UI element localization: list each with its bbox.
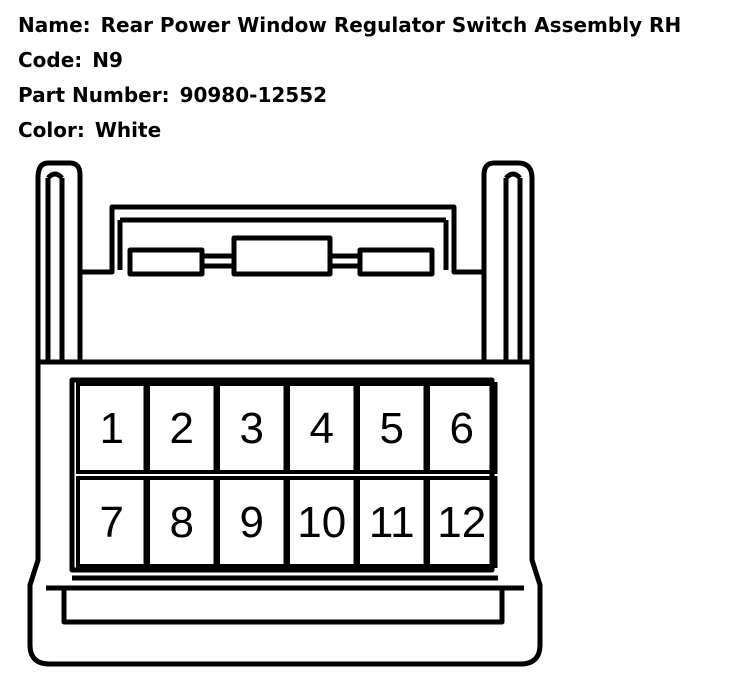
pin-number-1: 1 — [100, 404, 124, 453]
pin-number-2: 2 — [170, 404, 194, 453]
pin-cell-12 — [426, 476, 498, 568]
color-label: Color: — [18, 118, 85, 142]
pin-number-8: 8 — [170, 498, 194, 547]
pin-cell-10 — [286, 476, 358, 568]
code-value: N9 — [92, 48, 123, 72]
pin-number-12: 12 — [437, 498, 486, 547]
code-line: Code: N9 — [18, 43, 681, 78]
housing-outline — [27, 160, 543, 667]
pin-cell-1 — [76, 382, 148, 474]
pin-number-3: 3 — [240, 404, 264, 453]
key-tab-right — [357, 247, 435, 277]
part-number-label: Part Number: — [18, 83, 170, 107]
name-value: Rear Power Window Regulator Switch Assem… — [100, 13, 682, 37]
name-line: Name: Rear Power Window Regulator Switch … — [18, 8, 681, 43]
name-label: Name: — [18, 13, 91, 37]
left-latch-rail — [45, 171, 65, 360]
pin-number-10: 10 — [297, 498, 346, 547]
key-tab-links — [202, 253, 360, 269]
pin-cell-11 — [356, 476, 428, 568]
color-value: White — [94, 118, 162, 142]
pin-cell-6 — [426, 382, 498, 474]
pin-number-4: 4 — [310, 404, 334, 453]
part-number-value: 90980-12552 — [179, 83, 328, 107]
pin-number-7: 7 — [100, 498, 124, 547]
pin-cell-8 — [146, 476, 218, 568]
code-label: Code: — [18, 48, 83, 72]
pin-number-9: 9 — [240, 498, 264, 547]
pin-number-6: 6 — [450, 404, 474, 453]
pin-cell-3 — [216, 382, 288, 474]
pin-cell-7 — [76, 476, 148, 568]
right-latch-rail — [503, 171, 523, 360]
pin-cell-4 — [286, 382, 358, 474]
key-tab-left — [127, 247, 205, 277]
part-number-line: Part Number: 90980-12552 — [18, 78, 681, 113]
pin-cavity-frame — [69, 377, 495, 573]
pin-cell-9 — [216, 476, 288, 568]
color-line: Color: White — [18, 113, 681, 148]
pin-cell-5 — [356, 382, 428, 474]
bottom-lip — [46, 575, 524, 625]
top-rail — [117, 217, 449, 270]
pin-number-11: 11 — [369, 498, 415, 547]
pin-number-5: 5 — [380, 404, 404, 453]
key-tab-center — [231, 235, 333, 277]
pin-cell-2 — [146, 382, 218, 474]
connector-info: Name: Rear Power Window Regulator Switch … — [18, 8, 681, 148]
